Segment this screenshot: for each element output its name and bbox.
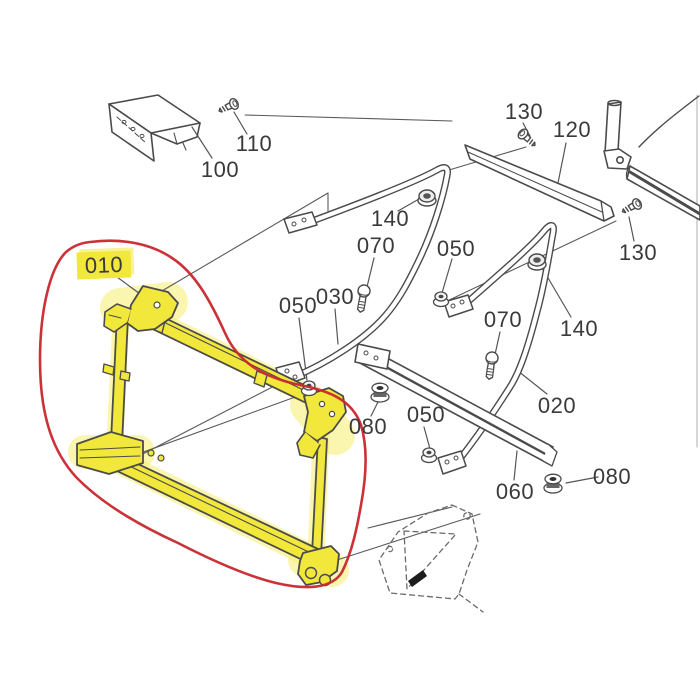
part-label-140-left: 140 <box>370 206 410 231</box>
support-tube-030 <box>275 164 451 387</box>
red-marker-circle <box>38 239 367 589</box>
part-label-100: 100 <box>200 157 240 182</box>
part-label-120: 120 <box>552 117 592 142</box>
part-label-080-right: 080 <box>592 464 632 489</box>
part-label-130-right: 130 <box>618 240 658 265</box>
part-label-070-left: 070 <box>356 233 396 258</box>
part-label-050-bottom: 050 <box>406 402 446 427</box>
strip-120 <box>464 144 615 222</box>
nut-140-left <box>417 189 437 207</box>
screw-130-right <box>619 196 644 218</box>
grommet-080-left <box>370 382 390 403</box>
part-label-110: 110 <box>235 131 273 156</box>
bolt-070-right <box>482 350 500 381</box>
part-label-050-top: 050 <box>436 236 476 261</box>
part-label-030: 030 <box>315 284 355 309</box>
part-label-060: 060 <box>495 479 535 504</box>
nut-050-bottom <box>420 447 438 464</box>
part-label-140-right: 140 <box>559 316 599 341</box>
channel-rail-060 <box>354 343 558 467</box>
bonnet-frame-010 <box>76 285 347 587</box>
rail-off-right <box>625 165 700 221</box>
bolt-070-left <box>353 283 372 314</box>
part-label-080-left: 080 <box>348 414 388 439</box>
pipe-top-right <box>603 99 632 170</box>
nut-050-top <box>432 291 450 308</box>
ghost-side-panel <box>378 504 484 613</box>
screw-110 <box>216 96 241 117</box>
grommet-080-right <box>543 473 563 494</box>
panel-arrow-marker <box>408 570 427 587</box>
part-label-020: 020 <box>537 393 577 418</box>
nut-140-right <box>527 253 547 271</box>
part-label-070-right: 070 <box>483 307 523 332</box>
support-tube-020 <box>437 221 557 475</box>
part-label-010: 010 <box>76 250 132 280</box>
cover-panel-100 <box>108 94 201 162</box>
part-label-130-top: 130 <box>504 99 544 124</box>
part-label-050-left: 050 <box>278 293 318 318</box>
screw-130-top <box>515 126 540 151</box>
